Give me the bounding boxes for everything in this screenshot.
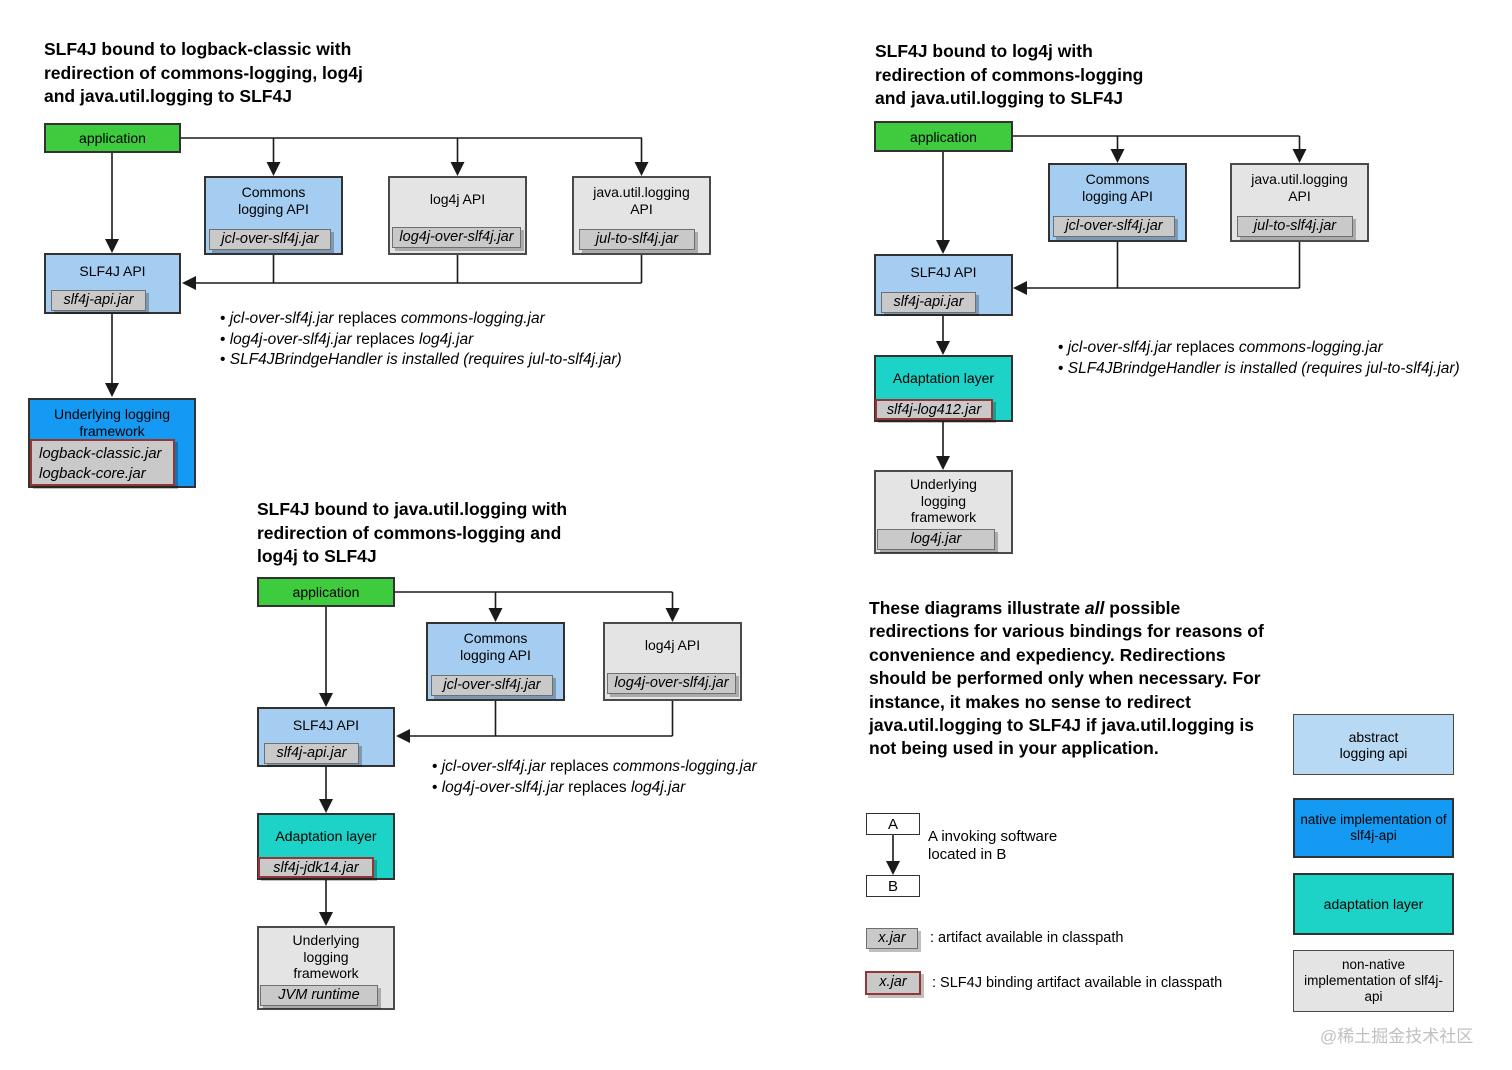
commentary-part2: possible redirections for various bindin… bbox=[869, 598, 1264, 759]
d3-slf4j-label: SLF4J API bbox=[292, 717, 360, 733]
d2-application-label: application bbox=[910, 128, 977, 145]
d1-title-line1: SLF4J bound to logback-classic with bbox=[44, 39, 352, 59]
d2-commons-label: Commons logging API bbox=[1082, 171, 1153, 204]
d1-underlying-framework-box: Underlying logging framework logback-cla… bbox=[28, 398, 196, 488]
legend-native-label: native implementation of slf4j-api bbox=[1300, 812, 1447, 843]
legend-abstract-label: abstract logging api bbox=[1339, 728, 1408, 761]
d2-log4j-jar: log4j.jar bbox=[877, 529, 995, 550]
d3-log4j-api-box: log4j API log4j-over-slf4j.jar bbox=[603, 622, 742, 701]
legend-native-implementation: native implementation of slf4j-api bbox=[1293, 798, 1454, 858]
d3-application-label: application bbox=[292, 584, 360, 600]
d2-jcl-over-slf4j-jar: jcl-over-slf4j.jar bbox=[1053, 216, 1175, 237]
d3-jvm-runtime-jar: JVM runtime bbox=[260, 985, 378, 1006]
d3-title-line3: log4j to SLF4J bbox=[257, 546, 377, 566]
commentary-part1: These diagrams illustrate bbox=[869, 598, 1085, 618]
d1-title-line2: redirection of commons-logging, log4j bbox=[44, 62, 363, 83]
d3-notes: jcl-over-slf4j.jar replaces commons-logg… bbox=[432, 757, 757, 798]
d1-jul-to-slf4j-jar: jul-to-slf4j.jar bbox=[579, 229, 695, 250]
d1-logback-core-jar: logback-core.jar bbox=[39, 465, 146, 482]
d2-slf4j-api-box: SLF4J API slf4j-api.jar bbox=[874, 254, 1013, 316]
d2-jul-label: java.util.logging API bbox=[1251, 171, 1348, 204]
d2-notes: jcl-over-slf4j.jar replaces commons-logg… bbox=[1058, 338, 1460, 379]
d3-log4j-over-slf4j-jar: log4j-over-slf4j.jar bbox=[607, 673, 736, 694]
d1-commons-logging-api-box: Commons logging API jcl-over-slf4j.jar bbox=[204, 176, 343, 255]
legend-non-native-implementation: non-native implementation of slf4j-api bbox=[1293, 950, 1454, 1012]
legend-adaptation-layer: adaptation layer bbox=[1293, 873, 1454, 935]
d1-note-2: log4j-over-slf4j.jar replaces log4j.jar bbox=[220, 330, 622, 351]
legend-abstract-logging-api: abstract logging api bbox=[1293, 714, 1454, 775]
d3-slf4j-api-jar: slf4j-api.jar bbox=[264, 743, 359, 764]
d3-log4j-label: log4j API bbox=[644, 637, 701, 653]
d2-slf4j-log412-jar: slf4j-log412.jar bbox=[875, 399, 993, 420]
legend-box-b: B bbox=[866, 875, 920, 897]
d2-slf4j-label: SLF4J API bbox=[910, 264, 977, 280]
d2-adaptation-label: Adaptation layer bbox=[892, 370, 995, 386]
legend-non-native-label: non-native implementation of slf4j-api bbox=[1304, 957, 1443, 1004]
d1-log4j-api-box: log4j API log4j-over-slf4j.jar bbox=[388, 176, 527, 255]
legend-xjar-binding: x.jar bbox=[865, 971, 921, 995]
d2-note-2: SLF4JBrindgeHandler is installed (requir… bbox=[1058, 359, 1460, 380]
d2-application-box: application bbox=[874, 121, 1013, 152]
d3-commons-logging-api-box: Commons logging API jcl-over-slf4j.jar bbox=[426, 622, 565, 701]
watermark: @稀土掘金技术社区 bbox=[1320, 1027, 1474, 1046]
d1-logback-classic-jar: logback-classic.jar bbox=[39, 445, 162, 462]
d3-title-line2: redirection of commons-logging and bbox=[257, 522, 562, 543]
d3-title-line1: SLF4J bound to java.util.logging with bbox=[257, 499, 568, 519]
commentary-paragraph: These diagrams illustrate all possible r… bbox=[869, 597, 1271, 761]
d2-commons-logging-api-box: Commons logging API jcl-over-slf4j.jar bbox=[1048, 163, 1187, 242]
commentary-emphasis: all bbox=[1084, 598, 1105, 618]
d2-adaptation-layer-box: Adaptation layer slf4j-log412.jar bbox=[874, 355, 1013, 422]
d1-jul-api-box: java.util.logging API jul-to-slf4j.jar bbox=[572, 176, 711, 255]
legend-xjar-binding-text: : SLF4J binding artifact available in cl… bbox=[932, 975, 1223, 991]
d1-log4j-label: log4j API bbox=[429, 191, 486, 207]
d1-notes: jcl-over-slf4j.jar replaces commons-logg… bbox=[220, 309, 622, 371]
d3-commons-label: Commons logging API bbox=[460, 630, 531, 663]
legend-ab-text: A invoking software located in B bbox=[928, 828, 1058, 863]
d1-application-label: application bbox=[79, 130, 146, 146]
d3-slf4j-api-box: SLF4J API slf4j-api.jar bbox=[257, 707, 395, 767]
d3-underlying-framework-box: Underlying logging framework JVM runtime bbox=[257, 926, 395, 1010]
d2-title-line2: redirection of commons-logging bbox=[875, 64, 1144, 85]
d1-jul-label: java.util.logging API bbox=[593, 184, 690, 217]
d1-underlying-label: Underlying logging framework bbox=[54, 406, 170, 439]
d3-slf4j-jdk14-jar: slf4j-jdk14.jar bbox=[258, 857, 374, 878]
d3-application-box: application bbox=[257, 577, 395, 607]
d1-commons-label: Commons logging API bbox=[238, 184, 309, 217]
d2-jul-api-box: java.util.logging API jul-to-slf4j.jar bbox=[1230, 163, 1369, 242]
d1-slf4j-api-jar: slf4j-api.jar bbox=[51, 290, 146, 311]
legend-a-label: A bbox=[887, 815, 898, 833]
d2-jul-to-slf4j-jar: jul-to-slf4j.jar bbox=[1237, 216, 1353, 237]
d2-title-line1: SLF4J bound to log4j with bbox=[875, 41, 1093, 61]
legend-xjar-plain: x.jar bbox=[866, 928, 918, 949]
d3-note-2: log4j-over-slf4j.jar replaces log4j.jar bbox=[432, 778, 757, 799]
d2-title: SLF4J bound to log4j with redirection of… bbox=[875, 40, 1143, 111]
d3-adaptation-layer-box: Adaptation layer slf4j-jdk14.jar bbox=[257, 813, 395, 880]
legend-b-label: B bbox=[887, 877, 898, 895]
d2-note-1: jcl-over-slf4j.jar replaces commons-logg… bbox=[1058, 338, 1460, 359]
d1-note-3: SLF4JBrindgeHandler is installed (requir… bbox=[220, 350, 622, 371]
d1-application-box: application bbox=[44, 123, 181, 153]
d1-log4j-over-slf4j-jar: log4j-over-slf4j.jar bbox=[392, 227, 521, 248]
legend-adaptation-label: adaptation layer bbox=[1323, 896, 1424, 912]
d1-slf4j-api-box: SLF4J API slf4j-api.jar bbox=[44, 253, 181, 314]
d3-title: SLF4J bound to java.util.logging with re… bbox=[257, 498, 567, 569]
d2-slf4j-api-jar: slf4j-api.jar bbox=[881, 292, 976, 313]
d3-note-1: jcl-over-slf4j.jar replaces commons-logg… bbox=[432, 757, 757, 778]
legend-xjar-plain-text: : artifact available in classpath bbox=[930, 930, 1124, 946]
d3-jcl-over-slf4j-jar: jcl-over-slf4j.jar bbox=[431, 675, 553, 696]
d1-slf4j-label: SLF4J API bbox=[79, 263, 146, 279]
d1-note-1: jcl-over-slf4j.jar replaces commons-logg… bbox=[220, 309, 622, 330]
d3-adaptation-label: Adaptation layer bbox=[275, 828, 377, 844]
d3-underlying-label: Underlying logging framework bbox=[292, 932, 360, 981]
d1-logback-jars: logback-classic.jar logback-core.jar bbox=[30, 439, 175, 486]
d2-underlying-label: Underlying logging framework bbox=[910, 476, 977, 525]
d2-title-line3: and java.util.logging to SLF4J bbox=[875, 88, 1123, 108]
legend-box-a: A bbox=[866, 813, 920, 835]
d2-underlying-framework-box: Underlying logging framework log4j.jar bbox=[874, 470, 1013, 554]
d1-title-line3: and java.util.logging to SLF4J bbox=[44, 86, 292, 106]
d1-jcl-over-slf4j-jar: jcl-over-slf4j.jar bbox=[209, 229, 331, 250]
d1-title: SLF4J bound to logback-classic with redi… bbox=[44, 38, 363, 109]
